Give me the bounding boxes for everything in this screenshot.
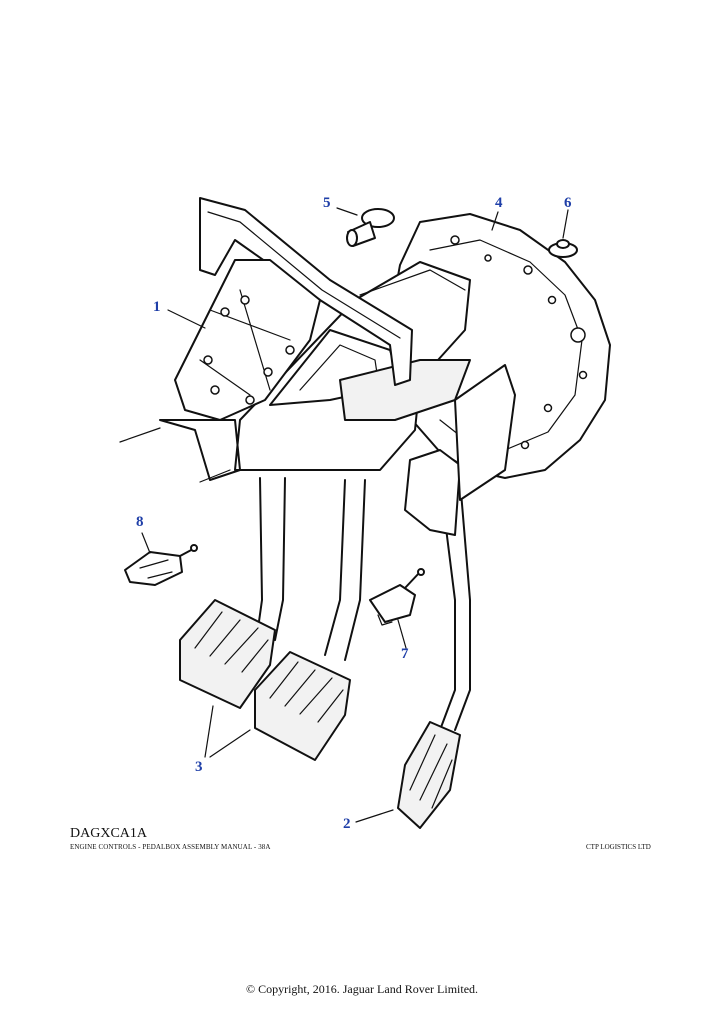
leader-lines (141, 207, 569, 823)
switch-part-7 (369, 568, 425, 626)
caption-title: ENGINE CONTROLS - PEDALBOX ASSEMBLY MANU… (70, 843, 271, 851)
callout-8: 8 (136, 514, 144, 530)
pivot-bush-part-5 (346, 208, 395, 247)
callout-5: 5 (323, 195, 331, 211)
mounting-bracket (119, 197, 413, 483)
pedalbox-housing (234, 261, 471, 471)
callout-3: 3 (195, 759, 203, 775)
drawing-code: DAGXCA1A (70, 826, 147, 841)
clutch-brake-pedals (179, 477, 366, 761)
accelerator-pedal (397, 364, 516, 829)
grommet-part-6 (548, 239, 578, 258)
caption-company: CTP LOGISTICS LTD (586, 843, 651, 851)
callout-2: 2 (343, 816, 351, 832)
callout-1: 1 (153, 299, 161, 315)
switch-part-8 (124, 544, 198, 586)
callout-4: 4 (495, 195, 503, 211)
copyright-notice: © Copyright, 2016. Jaguar Land Rover Lim… (245, 982, 479, 996)
callout-7: 7 (401, 646, 409, 662)
callout-6: 6 (564, 195, 572, 211)
